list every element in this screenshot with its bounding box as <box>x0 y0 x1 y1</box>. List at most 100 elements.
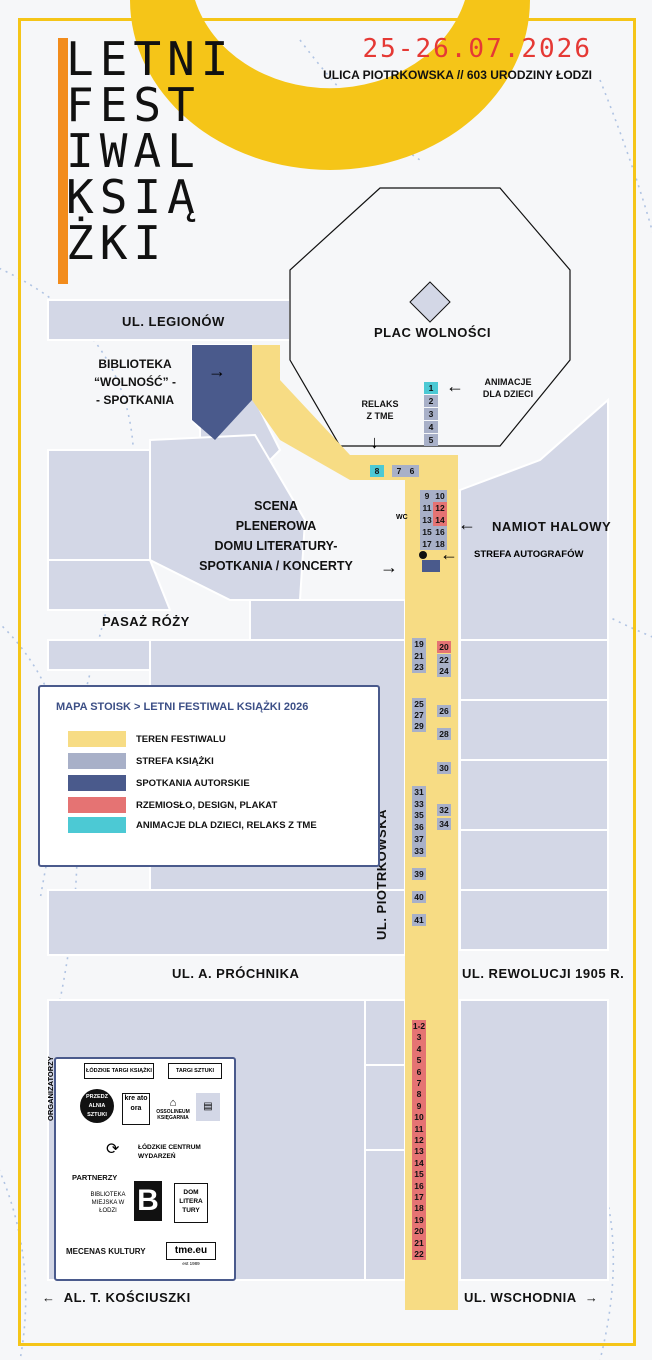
stall-left-41-14: 41 <box>412 914 426 926</box>
stall-left-37-10: 37 <box>412 833 426 845</box>
legend-label-books: STREFA KSIĄŻKI <box>136 756 214 767</box>
biblioteka-miejska-label: BIBLIOTEKA MIEJSKA W ŁODZI <box>90 1192 126 1214</box>
stall-namiot-12: 12 <box>433 502 447 514</box>
yellow-ring <box>130 0 530 170</box>
legend-title: MAPA STOISK > LETNI FESTIWAL KSIĄŻKI 202… <box>56 701 309 713</box>
stall-left-29-5: 29 <box>412 720 426 732</box>
namiot-halowy-label: NAMIOT HALOWY <box>492 519 612 534</box>
kreatora-logo: kre ato ora <box>122 1093 150 1125</box>
stall-right-26: 26 <box>437 705 451 717</box>
building-left-1 <box>47 449 151 561</box>
relaks-line-2: Z TME <box>366 411 394 421</box>
legend-label-craft: RZEMIOSŁO, DESIGN, PLAKAT <box>136 800 278 811</box>
stall-craft-11: 11 <box>412 1122 426 1135</box>
strefa-autografow-label: STREFA AUTOGRAFÓW <box>474 549 584 560</box>
partnerzy-label: PARTNERZY <box>72 1173 118 1182</box>
przedzalnia-logo: PRZEDZ ALNIA SZTUKI <box>80 1089 114 1123</box>
ossolineum-label: OSSOLINEUM KSIĘGARNIA <box>156 1109 190 1121</box>
arrow-left-icon: ← <box>42 1290 64 1305</box>
stall-craft-10: 10 <box>412 1111 426 1124</box>
stall-right-28: 28 <box>437 728 451 740</box>
stall-left-40-13: 40 <box>412 891 426 903</box>
partners-panel: ORGANIZATORZY ŁÓDZKIE TARGI KSIĄŻKI TARG… <box>46 1056 236 1281</box>
biblioteka-label: BIBLIOTEKA “WOLNOŚĆ” - - SPOTKANIA <box>80 355 190 409</box>
scena-line-4: SPOTKANIA / KONCERTY <box>199 559 353 573</box>
building-right-5 <box>459 889 609 951</box>
animacje-label: ANIMACJE DLA DZIECI <box>478 376 538 400</box>
title-line-5: ŻKI <box>66 216 168 270</box>
mecenas-label: MECENAS KULTURY <box>66 1247 146 1256</box>
street-kosciuszki-label: AL. T. KOŚCIUSZKI <box>63 1290 191 1305</box>
stall-left-36-9: 36 <box>412 821 426 833</box>
building-south-2 <box>364 1064 406 1151</box>
stall-right-22: 22 <box>437 654 451 666</box>
festival-subtitle: ULICA PIOTRKOWSKA // 603 URODZINY ŁODZI <box>323 68 592 82</box>
plac-monument <box>409 281 451 323</box>
stall-craft-14: 14 <box>412 1156 426 1169</box>
stall-craft-15: 15 <box>412 1168 426 1181</box>
street-kosciuszki: ← AL. T. KOŚCIUSZKI <box>42 1290 191 1305</box>
arrow-right-icon: → <box>208 361 226 381</box>
map-legend: MAPA STOISK > LETNI FESTIWAL KSIĄŻKI 202… <box>38 685 380 867</box>
festival-title: LETNI FEST IWAL KSIĄ ŻKI <box>66 36 296 266</box>
title-line-1: LETNI <box>66 32 235 86</box>
legend-swatch-kids <box>68 817 126 833</box>
biblioteka-line-3: - SPOTKANIA <box>96 393 174 407</box>
organizatorzy-label: ORGANIZATORZY <box>46 1056 55 1121</box>
ossolineum-logo: ⌂ OSSOLINEUM KSIĘGARNIA <box>156 1097 190 1123</box>
biblioteka-wolnosc-block <box>192 345 252 440</box>
stall-namiot-9: 9 <box>420 490 434 502</box>
building-south-3 <box>364 1149 406 1281</box>
stall-left-33-11: 33 <box>412 845 426 857</box>
scena-line-3: DOMU LITERATURY- <box>214 539 338 553</box>
legend-label-festival: TEREN FESTIWALU <box>136 734 226 745</box>
biblioteka-b-logo: B <box>134 1181 162 1221</box>
stall-left-23-2: 23 <box>412 661 426 673</box>
stall-upper-7: 7 <box>392 465 406 477</box>
building-right-2 <box>459 699 609 761</box>
stall-right-34: 34 <box>437 818 451 830</box>
stall-plac-3: 3 <box>424 408 438 420</box>
targi-sztuki-logo: TARGI SZTUKI <box>168 1063 222 1079</box>
stall-namiot-10: 10 <box>433 490 447 502</box>
arrow-right-icon: → <box>576 1290 599 1305</box>
stall-craft-22: 22 <box>412 1248 426 1260</box>
stall-left-35-8: 35 <box>412 809 426 821</box>
building-right-3 <box>459 759 609 831</box>
stall-namiot-14: 14 <box>433 514 447 526</box>
scena-label: SCENA PLENEROWA DOMU LITERATURY- SPOTKAN… <box>190 496 362 576</box>
street-prochnika: UL. A. PRÓCHNIKA <box>172 966 300 981</box>
stall-namiot-16: 16 <box>433 526 447 538</box>
scena-line-2: PLENEROWA <box>235 519 317 533</box>
animacje-line-1: ANIMACJE <box>484 377 532 387</box>
stall-left-31-6: 31 <box>412 786 426 798</box>
stall-namiot-11: 11 <box>420 502 434 514</box>
stall-namiot-18: 18 <box>433 538 447 550</box>
tme-logo: tme.eu <box>166 1242 216 1260</box>
biblioteka-line-1: BIBLIOTEKA <box>98 357 172 371</box>
stall-upper-8: 8 <box>370 465 384 477</box>
legend-swatch-craft <box>68 797 126 813</box>
relaks-label: RELAKS Z TME <box>350 398 410 422</box>
stall-craft-3: 3 <box>412 1031 426 1044</box>
stall-left-25-3: 25 <box>412 698 426 710</box>
stall-craft-9: 9 <box>412 1099 426 1112</box>
stall-craft-21: 21 <box>412 1236 426 1249</box>
building-right-top <box>459 397 609 641</box>
street-wschodnia-label: UL. WSCHODNIA <box>464 1290 577 1305</box>
stall-plac-5: 5 <box>424 434 438 446</box>
stall-craft-4: 4 <box>412 1042 426 1055</box>
scena-line-1: SCENA <box>254 499 298 513</box>
building-pasaz <box>249 599 406 641</box>
lodzkie-targi-logo: ŁÓDZKIE TARGI KSIĄŻKI <box>84 1063 154 1079</box>
street-legionow: UL. LEGIONÓW <box>122 314 225 329</box>
building-south-right <box>459 999 609 1281</box>
street-pasaz-rozy: PASAŻ RÓŻY <box>102 614 190 629</box>
stall-left-33-7: 33 <box>412 798 426 810</box>
building-left-bottom <box>47 889 406 956</box>
stall-craft-6: 6 <box>412 1065 426 1078</box>
stall-left-27-4: 27 <box>412 709 426 721</box>
stall-craft-1-2: 1-2 <box>412 1020 426 1032</box>
stall-craft-20: 20 <box>412 1225 426 1238</box>
